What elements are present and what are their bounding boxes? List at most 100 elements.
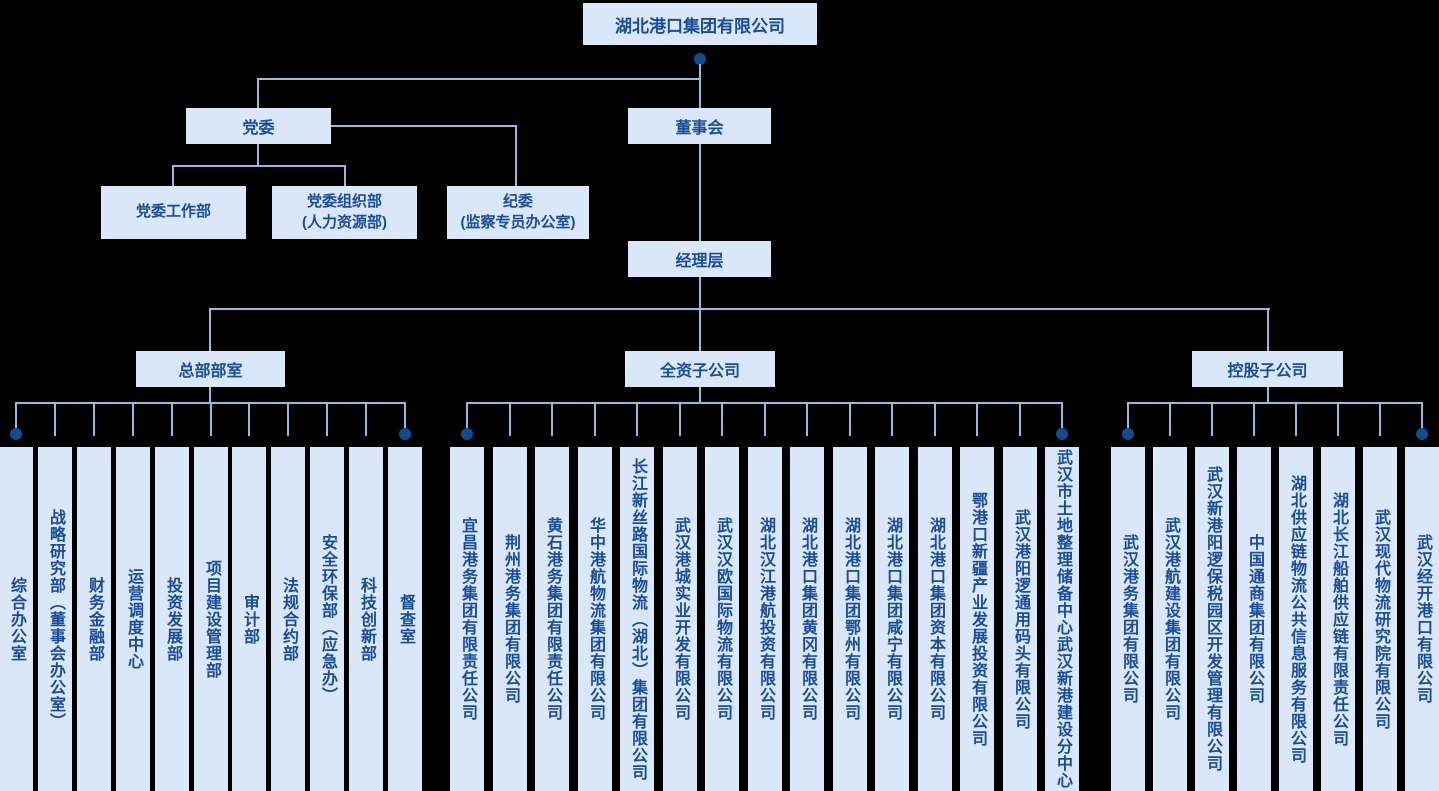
org-node-label: 武汉汉欧国际物流有限公司 (714, 517, 731, 721)
connector (326, 402, 328, 436)
org-node-label: 武汉港阳逻通用码头有限公司 (1012, 508, 1029, 730)
org-node-label: 湖北港口集团鄂州有限公司 (842, 517, 859, 721)
org-node-board: 董事会 (628, 108, 771, 144)
org-node-label: 武汉港城实业开发有限公司 (672, 517, 689, 721)
org-node-label: 宜昌港务集团有限责任公司 (459, 517, 476, 721)
junction-dot (461, 428, 473, 440)
connector (551, 402, 553, 436)
org-node-label: 湖北港口集团咸宁有限公司 (884, 517, 901, 721)
junction-dot (1122, 428, 1134, 440)
org-node-leaf: 综合办公室 (0, 447, 33, 791)
connector (1379, 402, 1381, 436)
connector (1267, 387, 1269, 403)
org-node-leaf: 武汉经开港口有限公司 (1405, 447, 1439, 791)
connector (699, 144, 701, 241)
org-node-label: 武汉新港阳逻保税园区开发管理有限公司 (1204, 466, 1221, 772)
org-node-management: 经理层 (628, 241, 771, 277)
org-node-label: 武汉经开港口有限公司 (1414, 534, 1431, 704)
connector (209, 308, 1270, 310)
connector (257, 78, 701, 80)
connector (257, 78, 259, 108)
org-node-party-child: 党委组织部 (人力资源部) (272, 186, 417, 239)
org-node-leaf: 武汉港阳逻通用码头有限公司 (1003, 447, 1037, 791)
org-node-leaf: 武汉汉欧国际物流有限公司 (705, 447, 739, 791)
connector (764, 402, 766, 436)
connector (54, 402, 56, 436)
org-node-leaf: 湖北汉江港航投资有限公司 (748, 447, 782, 791)
connector (1061, 402, 1063, 436)
org-node-root: 湖北港口集团有限公司 (583, 3, 817, 45)
org-node-leaf: 武汉港城实业开发有限公司 (663, 447, 697, 791)
org-node-label: 湖北港口集团资本有限公司 (927, 517, 944, 721)
org-node-label: 法规合约部 (280, 576, 297, 662)
org-node-leaf: 湖北港口集团资本有限公司 (918, 447, 952, 791)
connector (248, 402, 250, 436)
org-node-label: 运营调度中心 (125, 568, 142, 670)
connector (210, 402, 212, 436)
connector (466, 402, 468, 436)
org-node-leaf: 项目建设管理部 (194, 447, 228, 791)
connector (1421, 402, 1423, 436)
connector (257, 144, 259, 167)
org-node-leaf: 武汉港务集团有限公司 (1111, 447, 1145, 791)
connector (699, 387, 701, 403)
org-node-party-child: 党委工作部 (101, 186, 246, 239)
connector (891, 402, 893, 436)
connector (132, 402, 134, 436)
org-node-leaf: 武汉港航建设集团有限公司 (1153, 447, 1187, 791)
org-node-leaf: 湖北港口集团咸宁有限公司 (875, 447, 909, 791)
org-group-header-holding: 控股子公司 (1192, 351, 1343, 387)
junction-dot (399, 428, 411, 440)
org-node-label: 综合办公室 (8, 576, 25, 662)
connector (1169, 402, 1171, 436)
org-node-label: 投资发展部 (164, 576, 181, 662)
org-node-party-child: 纪委 (监察专员办公室) (447, 186, 589, 239)
connector (1267, 308, 1269, 351)
connector (209, 308, 211, 351)
junction-dot (1056, 428, 1068, 440)
org-node-leaf: 科技创新部 (349, 447, 383, 791)
connector (699, 64, 701, 108)
connector (287, 402, 289, 436)
connector (1211, 402, 1213, 436)
org-node-label: 黄石港务集团有限责任公司 (544, 517, 561, 721)
connector (1127, 402, 1129, 436)
org-node-label: 湖北港口集团黄冈有限公司 (799, 517, 816, 721)
org-node-label: 湖北长江船舶供应链有限责任公司 (1330, 491, 1347, 747)
org-node-leaf: 华中港航物流集团有限公司 (578, 447, 612, 791)
connector (934, 402, 936, 436)
connector (344, 165, 346, 186)
org-node-leaf: 宜昌港务集团有限责任公司 (450, 447, 484, 791)
org-node-label: 纪委 (502, 193, 533, 211)
org-node-label: 长江新丝路国际物流（湖北）集团有限公司 (629, 457, 646, 781)
org-node-label: 战略研究部（董事会办公室） (47, 508, 64, 730)
org-node-label: 党委组织部 (306, 193, 382, 211)
connector (1337, 402, 1339, 436)
org-node-leaf: 战略研究部（董事会办公室） (38, 447, 72, 791)
connector (806, 402, 808, 436)
org-node-leaf: 运营调度中心 (116, 447, 150, 791)
connector (172, 165, 346, 167)
org-node-leaf: 中国通商集团有限公司 (1237, 447, 1271, 791)
junction-dot (694, 53, 706, 65)
org-node-label: (人力资源部) (302, 213, 387, 231)
connector (509, 402, 511, 436)
connector (1295, 402, 1297, 436)
org-node-leaf: 投资发展部 (155, 447, 189, 791)
org-node-label: 湖北汉江港航投资有限公司 (757, 517, 774, 721)
org-node-leaf: 财务金融部 (77, 447, 111, 791)
org-node-label: (监察专员办公室) (460, 213, 576, 231)
org-node-label: 科技创新部 (358, 576, 375, 662)
org-node-leaf: 安全环保部（应急办） (310, 447, 344, 791)
org-node-leaf: 审计部 (232, 447, 266, 791)
org-node-leaf: 湖北港口集团黄冈有限公司 (790, 447, 824, 791)
org-node-label: 督查室 (397, 593, 414, 645)
org-node-leaf: 黄石港务集团有限责任公司 (535, 447, 569, 791)
connector (331, 125, 517, 127)
org-node-leaf: 荆州港务集团有限公司 (493, 447, 527, 791)
connector (365, 402, 367, 436)
connector (976, 402, 978, 436)
org-node-leaf: 武汉新港阳逻保税园区开发管理有限公司 (1195, 447, 1229, 791)
org-node-label: 湖北供应链物流公共信息服务有限公司 (1288, 474, 1305, 764)
